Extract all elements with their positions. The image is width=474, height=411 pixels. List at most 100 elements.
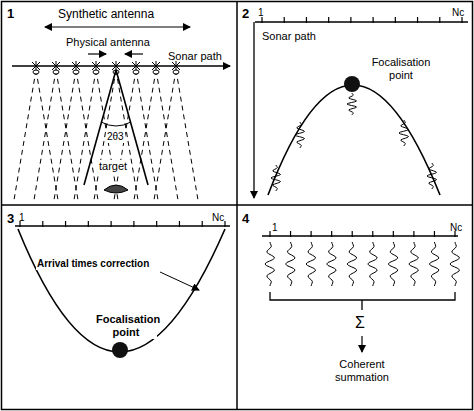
- sum-symbol: Σ: [355, 314, 365, 332]
- dashed-beam: [134, 70, 156, 200]
- caption-label: Arrival times correction: [36, 258, 150, 270]
- axis-tick: [156, 221, 157, 227]
- panel-divider: [1, 204, 473, 206]
- target-shape: [104, 185, 128, 193]
- caption-label: target: [98, 160, 128, 173]
- axis-tick: [224, 221, 225, 227]
- transducer-symbol: [33, 70, 39, 74]
- echo-trace: [295, 122, 305, 148]
- caption-label: Sonar path: [168, 50, 222, 63]
- caption-label: Physical antenna: [66, 36, 150, 49]
- beam-angle-arc: [101, 122, 131, 126]
- dashed-beams: [14, 70, 198, 200]
- caption-label: Focalisation point: [95, 313, 157, 339]
- focalisation-dot: [344, 76, 360, 92]
- dashed-beam: [154, 70, 176, 200]
- dashed-beam: [54, 70, 76, 200]
- echo-trace: [347, 242, 357, 286]
- echo-trace: [450, 242, 460, 286]
- transducer-symbol: [53, 70, 59, 74]
- axis-tick: [111, 221, 112, 227]
- angle-label: 2θ3: [106, 131, 125, 143]
- echo-trace: [427, 163, 437, 189]
- leader-arrow: [160, 272, 199, 290]
- echo-trace: [327, 242, 336, 286]
- echo-trace: [347, 93, 357, 115]
- panel-number: 3: [7, 211, 14, 226]
- axis-tick: [352, 231, 353, 237]
- caption-label: Coherent summation: [326, 358, 398, 384]
- physical-antenna-arrow: [88, 53, 106, 54]
- caption-label: Synthetic antenna: [58, 7, 154, 21]
- transducer-symbol: [73, 70, 79, 74]
- dashed-beam: [36, 70, 58, 200]
- echo-trace: [429, 242, 439, 286]
- axis-tick: [306, 17, 307, 23]
- panel-number: 4: [242, 211, 249, 226]
- dashed-beam: [156, 70, 178, 200]
- echo-trace: [265, 242, 275, 286]
- axis-tick: [395, 17, 396, 23]
- axis-tick: [88, 221, 89, 227]
- dashed-beam: [76, 70, 98, 200]
- transducer-symbol: [93, 70, 99, 74]
- axis-tick: [413, 231, 414, 237]
- dashed-beam: [176, 70, 198, 200]
- sonar-axis: [15, 225, 230, 226]
- echo-trace: [409, 242, 419, 286]
- transducers: [32, 61, 180, 74]
- sum-arrow: [361, 336, 362, 352]
- dashed-beam: [56, 70, 78, 200]
- axis-label: Nc: [452, 7, 464, 19]
- axis-tick: [434, 231, 435, 237]
- dashed-beam: [34, 70, 56, 200]
- focalisation-dot: [112, 342, 128, 358]
- synthetic-antenna-arrow: [45, 26, 190, 27]
- axis-ticks: [20, 221, 225, 227]
- dashed-beam: [14, 70, 36, 200]
- axis-tick: [373, 17, 374, 23]
- axis-tick: [65, 221, 66, 227]
- axis-tick: [284, 17, 285, 23]
- corrected-curve: [18, 229, 225, 352]
- caption-label: Focalisation point: [366, 56, 436, 82]
- axis-tick: [42, 221, 43, 227]
- summation-bracket: [270, 292, 455, 310]
- axis-tick: [290, 231, 291, 237]
- axis-tick: [417, 17, 418, 23]
- axis-ticks: [262, 17, 462, 23]
- panel-number: 1: [7, 6, 14, 21]
- axis-label: Nc: [212, 212, 224, 224]
- echo-trace: [368, 242, 377, 286]
- transducer-symbol: [133, 70, 139, 74]
- hyperbola: [268, 85, 440, 195]
- time-axis: [253, 22, 254, 198]
- physical-antenna-arrow: [125, 53, 143, 54]
- axis-ticks: [270, 231, 455, 237]
- axis-tick: [331, 231, 332, 237]
- panel-number: 2: [242, 6, 249, 21]
- axis-tick: [439, 17, 440, 23]
- axis-tick: [179, 221, 180, 227]
- echo-trace: [388, 242, 398, 286]
- axis-tick: [393, 231, 394, 237]
- axis-tick: [202, 221, 203, 227]
- echo-trace: [271, 165, 281, 191]
- echo-trace: [306, 242, 316, 286]
- axis-tick: [372, 231, 373, 237]
- echo-trace: [399, 120, 409, 146]
- echo-trace: [286, 242, 295, 286]
- sonar-axis: [262, 235, 458, 236]
- sonar-axis: [255, 21, 468, 22]
- sonar-path-line: [12, 65, 230, 67]
- axis-label: 1: [272, 222, 278, 234]
- caption-label: Sonar path: [262, 30, 316, 43]
- axis-tick: [311, 231, 312, 237]
- transducer-symbol: [173, 70, 179, 74]
- axis-tick: [328, 17, 329, 23]
- axis-tick: [133, 221, 134, 227]
- axis-label: Nc: [450, 222, 462, 234]
- transducer-symbol: [153, 70, 159, 74]
